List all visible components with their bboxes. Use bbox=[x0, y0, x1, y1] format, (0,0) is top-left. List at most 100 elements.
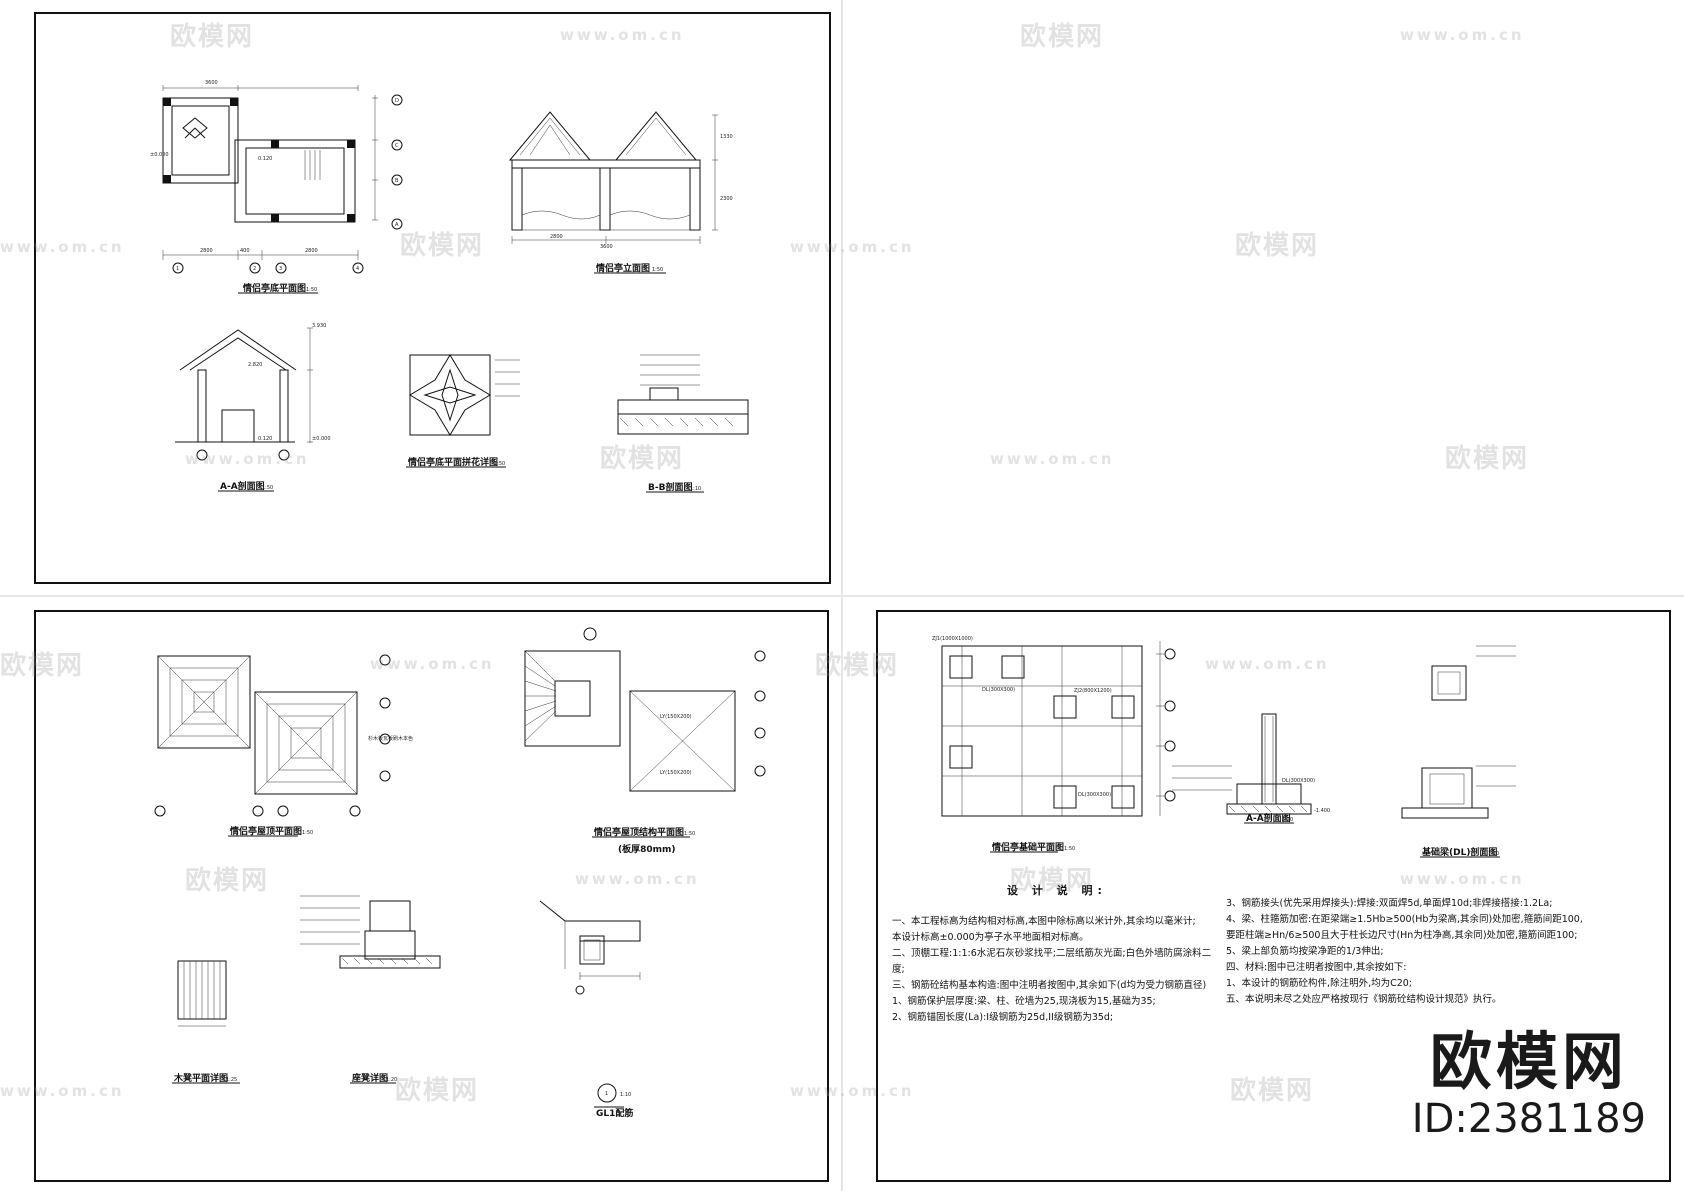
paving-pattern-detail: 情侣亭底平面拼花详图 1:50 bbox=[406, 354, 520, 468]
bench-section-detail: 座凳详图 1:20 bbox=[300, 895, 441, 1084]
dim-2800-left: 2800 bbox=[200, 248, 213, 254]
foundation-section-aa: DL(300X300) -1.400 A-A剖面图 1:20 bbox=[1172, 713, 1330, 824]
brand-stamp: 欧模网 ID:2381189 bbox=[1411, 1025, 1646, 1142]
section-bb: B-B剖面图 1:10 bbox=[617, 354, 749, 493]
dim-2300: 2300 bbox=[720, 196, 733, 202]
section-bb-scale: 1:10 bbox=[690, 486, 701, 492]
design-notes-title: 设 计 说 明: bbox=[1007, 884, 1107, 897]
roof-plan-title: 情侣亭屋顶平面图 bbox=[229, 825, 302, 837]
roof-note: 杉木板瓦板刷木本色 bbox=[368, 735, 413, 742]
gl1-detail: 1 1:10 GL1配筋 bbox=[539, 900, 641, 1119]
beam-section-scale: 1:10 bbox=[1488, 851, 1499, 857]
design-notes-left: 一、本工程标高为结构相对标高,本图中除标高以米计外,其余均以毫米计; 本设计标高… bbox=[892, 914, 1222, 1026]
design-notes-right: 3、钢筋接头(优先采用焊接头):焊接:双面焊5d,单面焊10d;非焊接搭接:1.… bbox=[1226, 896, 1666, 1008]
dim-elev-3600: 3600 bbox=[600, 244, 613, 250]
axis-label-3: 3 bbox=[279, 266, 282, 272]
drawing-frame bbox=[34, 610, 829, 1182]
note-line: 1、本设计的钢筋砼构件,除注明外,均为C20; bbox=[1226, 978, 1413, 989]
elevation-title: 情侣亭立面图 bbox=[595, 262, 650, 274]
roof-struct-scale: 1:50 bbox=[684, 831, 695, 837]
dim-3600-top: 3600 bbox=[205, 80, 218, 86]
note-line: 要距柱端≥Hn/6≥500且大于柱长边尺寸(Hn为柱净高,其余同)处加密,箍筋间… bbox=[1226, 930, 1578, 941]
dim-0000-plan: ±0.000 bbox=[150, 152, 169, 158]
roof-structure-plan: LY(150X200) LY(150X200) 情侣亭屋顶结构平面图 1:50 … bbox=[524, 627, 766, 855]
roof-struct-note: (板厚80mm) bbox=[618, 843, 676, 855]
note-line: 4、梁、柱箍筋加密:在距梁端≥1.5Hb≥500(Hb为梁高,其余同)处加密,箍… bbox=[1226, 914, 1583, 925]
sheet-divider-horizontal bbox=[0, 595, 1684, 597]
axis-label-4: 4 bbox=[356, 266, 359, 272]
dim-1330: 1330 bbox=[720, 134, 733, 140]
note-line: 三、钢筋砼结构基本构造:图中注明者按图中,其余如下(d均为受力钢筋直径) bbox=[892, 980, 1207, 991]
plan-scale: 1:50 bbox=[306, 287, 317, 293]
beam-ly-1: LY(150X200) bbox=[660, 714, 692, 720]
foundation-scale: 1:50 bbox=[1064, 846, 1075, 852]
dim-400: 400 bbox=[240, 248, 250, 254]
sheet-blank bbox=[842, 0, 1684, 596]
pavilion-elevation: 2300 1330 2800 3600 情侣亭立面图 1:50 bbox=[508, 111, 733, 274]
sheet1-svg: 1 2 3 4 D C B A 3600 2800 2800 400 ±0.00… bbox=[150, 80, 749, 493]
detail-1-number: 1 bbox=[605, 1091, 608, 1097]
axis-label-b: B bbox=[395, 178, 399, 184]
dim-0120-section: 0.120 bbox=[258, 436, 272, 442]
paving-title: 情侣亭底平面拼花详图 bbox=[407, 456, 498, 468]
detail-1-scale: 1:10 bbox=[620, 1092, 631, 1098]
dim-2820: 2.820 bbox=[248, 362, 262, 368]
dim-2800-right: 2800 bbox=[305, 248, 318, 254]
axis-label-1: 1 bbox=[176, 266, 179, 272]
axis-label-2: 2 bbox=[253, 266, 256, 272]
note-line: 2、钢筋锚固长度(La):I级钢筋为25d,II级钢筋为35d; bbox=[892, 1012, 1114, 1023]
note-line: 一、本工程标高为结构相对标高,本图中除标高以米计外,其余均以毫米计; bbox=[892, 916, 1196, 927]
roof-plan: 杉木板瓦板刷木本色 情侣亭屋顶平面图 1:50 bbox=[154, 654, 413, 837]
bench-plan-scale: 1:25 bbox=[226, 1077, 237, 1083]
pavilion-floor-plan: 1 2 3 4 D C B A 3600 2800 2800 400 ±0.00… bbox=[150, 80, 403, 294]
section-aa-title: A-A剖面图 bbox=[220, 480, 265, 492]
note-line: 1、钢筋保护层厚度:梁、柱、砼墙为25,现浇板为15,基础为35; bbox=[892, 996, 1156, 1007]
beam-ly-2: LY(150X200) bbox=[660, 770, 692, 776]
drawing-frame bbox=[34, 12, 831, 584]
level-label: -1.400 bbox=[1314, 808, 1330, 814]
roof-struct-title: 情侣亭屋顶结构平面图 bbox=[593, 826, 684, 838]
dim-0000-section: ±0.000 bbox=[312, 436, 331, 442]
note-line: 5、梁上部负筋均按梁净距的1/3伸出; bbox=[1226, 946, 1384, 957]
foundation-plan: ZJ1(1000X1000) ZJ2(800X1200) DL(300X300)… bbox=[932, 636, 1176, 853]
fsection-aa-title: A-A剖面图 bbox=[1246, 812, 1291, 824]
dl-label-1: DL(300X300) bbox=[982, 687, 1015, 693]
section-aa: 3.930 2.820 ±0.000 0.120 A-A剖面图 1:50 bbox=[175, 323, 331, 492]
elevation-scale: 1:50 bbox=[652, 267, 663, 273]
note-line: 本设计标高±0.000为亭子水平地面相对标高。 bbox=[892, 932, 1089, 943]
bench-plan-detail: 木凳平面详图 1:25 bbox=[172, 960, 240, 1084]
paving-scale: 1:50 bbox=[494, 461, 505, 467]
note-line: 四、材料:图中已注明者按图中,其余按如下: bbox=[1226, 962, 1407, 973]
section-aa-scale: 1:50 bbox=[262, 485, 273, 491]
foundation-title: 情侣亭基础平面图 bbox=[991, 841, 1064, 853]
bench-section-scale: 1:20 bbox=[386, 1077, 397, 1083]
dl-big-label: DL(300X300) bbox=[1282, 778, 1315, 784]
note-line: 3、钢筋接头(优先采用焊接头):焊接:双面焊5d,单面焊10d;非焊接搭接:1.… bbox=[1226, 898, 1553, 909]
brand-name: 欧模网 bbox=[1429, 1025, 1628, 1098]
zj1-label: ZJ1(1000X1000) bbox=[932, 636, 973, 642]
brand-id: ID:2381189 bbox=[1411, 1096, 1646, 1142]
note-line: 二、顶棚工程:1:1:6水泥石灰砂浆找平;二层纸筋灰光面;白色外墙防腐涂料二度; bbox=[892, 948, 1212, 975]
axis-label-c: C bbox=[395, 143, 399, 149]
axis-label-a: A bbox=[395, 222, 399, 228]
beam-section-title: 基础梁(DL)剖面图 bbox=[1421, 846, 1497, 858]
fsection-aa-scale: 1:20 bbox=[1282, 817, 1293, 823]
axis-label-d: D bbox=[395, 98, 399, 104]
zj2-label: ZJ2(800X1200) bbox=[1074, 688, 1112, 694]
note-line: 五、本说明未尽之处应严格按现行《钢筋砼结构设计规范》执行。 bbox=[1226, 994, 1502, 1005]
sheet-roof-structure: 杉木板瓦板刷木本色 情侣亭屋顶平面图 1:50 LY(150X200) LY(1… bbox=[0, 596, 842, 1191]
foundation-beam-section: 基础梁(DL)剖面图 1:10 bbox=[1401, 645, 1516, 858]
dl-label-2: DL(300X300) bbox=[1078, 792, 1111, 798]
detail-1-title: GL1配筋 bbox=[596, 1107, 633, 1119]
dim-3930: 3.930 bbox=[312, 323, 326, 329]
section-bb-title: B-B剖面图 bbox=[648, 481, 692, 493]
dim-elev-2800: 2800 bbox=[550, 234, 563, 240]
dim-0120-plan: 0.120 bbox=[258, 156, 272, 162]
sheet4-svg: ZJ1(1000X1000) ZJ2(800X1200) DL(300X300)… bbox=[932, 636, 1516, 858]
roof-plan-scale: 1:50 bbox=[302, 830, 313, 836]
drawing-frame bbox=[876, 610, 1671, 1182]
sheet-foundation: ZJ1(1000X1000) ZJ2(800X1200) DL(300X300)… bbox=[842, 596, 1684, 1191]
bench-plan-title: 木凳平面详图 bbox=[173, 1072, 228, 1084]
sheet-pavilion-plan-elevation: 1 2 3 4 D C B A 3600 2800 2800 400 ±0.00… bbox=[0, 0, 842, 596]
sheet3-svg: 杉木板瓦板刷木本色 情侣亭屋顶平面图 1:50 LY(150X200) LY(1… bbox=[154, 627, 766, 1119]
